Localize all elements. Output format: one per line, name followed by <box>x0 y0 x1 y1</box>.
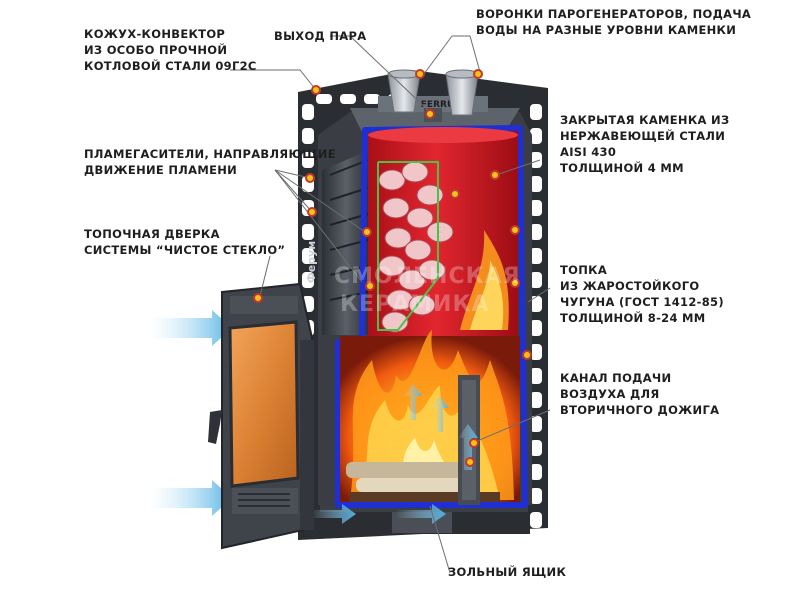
casing-hole <box>530 128 542 144</box>
casing-hole <box>530 344 542 360</box>
label-closed-heater: ЗАКРЫТАЯ КАМЕНКА ИЗ НЕРЖАВЕЮЩЕЙ СТАЛИ AI… <box>560 113 730 175</box>
casing-hole <box>530 200 542 216</box>
casing-hole <box>530 440 542 456</box>
casing-hole <box>530 464 542 480</box>
heater-stone <box>406 207 434 229</box>
label-firebox: ТОПКА ИЗ ЖАРОСТОЙКОГО ЧУГУНА (ГОСТ 1412-… <box>560 263 724 325</box>
casing-hole <box>302 104 314 120</box>
casing-hole <box>530 512 542 528</box>
casing-hole <box>316 94 332 104</box>
heater-stone <box>408 294 436 316</box>
casing-hole <box>302 128 314 144</box>
heater-stone <box>378 169 406 191</box>
casing-hole <box>302 224 314 240</box>
casing-hole <box>530 152 542 168</box>
casing-hole <box>530 272 542 288</box>
casing-hole <box>530 320 542 336</box>
label-air-channel: КАНАЛ ПОДАЧИ ВОЗДУХА ДЛЯ ВТОРИЧНОГО ДОЖИ… <box>560 371 720 417</box>
casing-hole <box>530 176 542 192</box>
casing-hole <box>530 488 542 504</box>
marker-dots <box>253 69 532 467</box>
callout-leaders <box>230 35 551 574</box>
casing-hole <box>530 104 542 120</box>
heater-stone <box>404 239 432 261</box>
casing-hole <box>530 248 542 264</box>
label-ash-box: ЗОЛЬНЫЙ ЯЩИК <box>448 565 567 579</box>
casing-hole <box>530 368 542 384</box>
watermark-line-2: КЕРАМИКА <box>340 292 490 317</box>
label-convector-casing: КОЖУХ-КОНВЕКТОР ИЗ ОСОБО ПРОЧНОЙ КОТЛОВО… <box>84 27 257 73</box>
heater-stone <box>401 161 429 183</box>
casing-hole <box>340 94 356 104</box>
casing-hole <box>364 94 380 104</box>
label-flame-arresters: ПЛАМЕГАСИТЕЛИ, НАПРАВЛЯЮЩИЕ ДВИЖЕНИЕ ПЛА… <box>84 147 336 177</box>
casing-hole <box>302 272 314 288</box>
label-steam-funnels: ВОРОНКИ ПАРОГЕНЕРАТОРОВ, ПОДАЧА ВОДЫ НА … <box>476 7 752 37</box>
casing-hole <box>530 224 542 240</box>
heater-stone <box>416 184 444 206</box>
heater-stone <box>384 227 412 249</box>
casing-hole <box>530 296 542 312</box>
heater-stone <box>382 197 410 219</box>
firebox-door <box>208 282 314 550</box>
casing-hole <box>302 248 314 264</box>
casing-hole <box>530 392 542 408</box>
casing-hole <box>530 416 542 432</box>
heater-inner-frame <box>377 161 439 331</box>
label-firebox-door: ТОПОЧНАЯ ДВЕРКА СИСТЕМЫ “ЧИСТОЕ СТЕКЛО” <box>84 227 286 257</box>
brand-side-text: Ферум <box>305 241 318 283</box>
casing-hole <box>302 152 314 168</box>
watermark-line-1: СМОЛЕНСКАЯ <box>334 264 521 289</box>
label-steam-outlet: ВЫХОД ПАРА <box>274 29 367 43</box>
brand-top-text: FERRUM <box>421 100 463 110</box>
heater-stone <box>398 269 426 291</box>
heater-stone <box>426 221 454 243</box>
